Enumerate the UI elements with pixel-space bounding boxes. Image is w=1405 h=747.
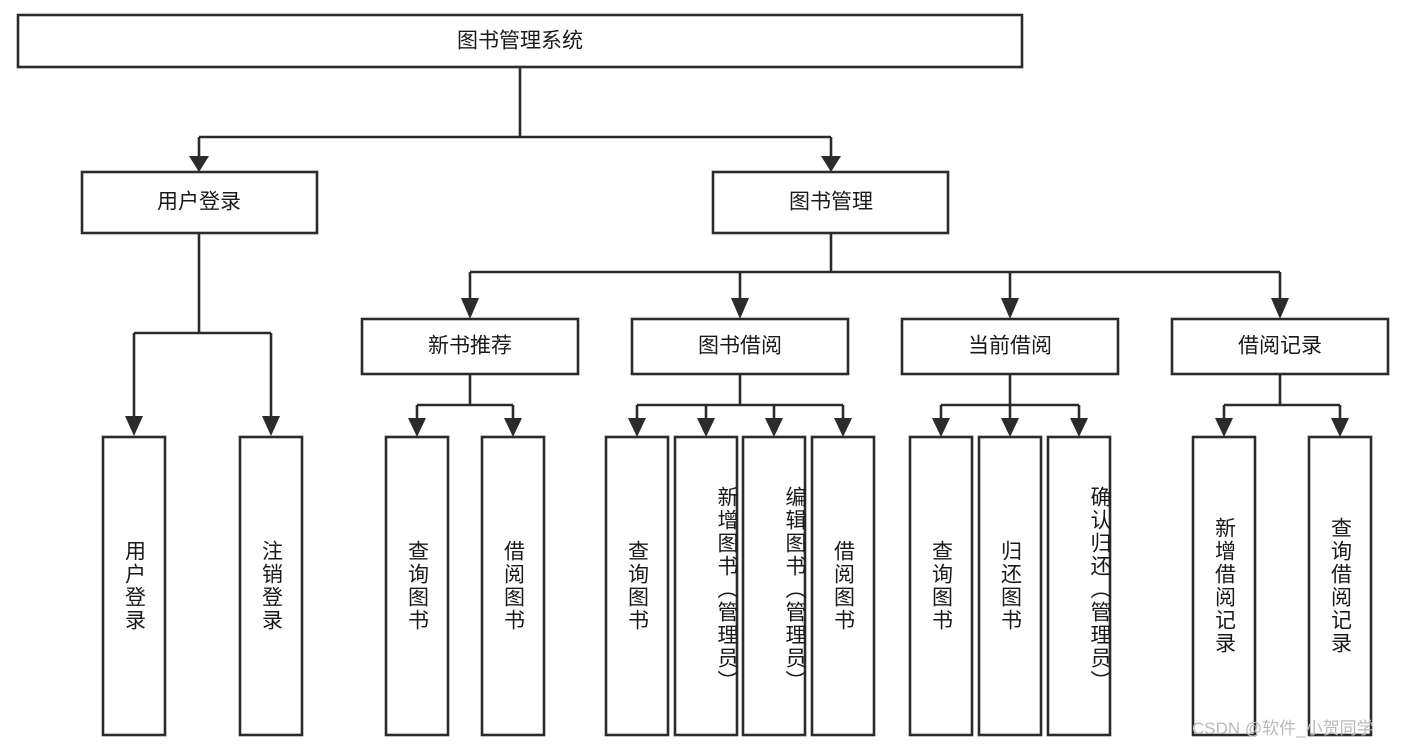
arrow-head-leaf-add-record — [1215, 418, 1233, 437]
node-label-leaf-add-book: 新增图书（管理员） — [715, 485, 738, 693]
node-box-leaf-add-book[interactable] — [673, 435, 739, 737]
node-box-leaf-return-book[interactable] — [977, 435, 1043, 737]
arrow-head-book-management — [821, 156, 841, 172]
arrow-head-leaf-add-book — [697, 418, 715, 437]
node-label-leaf-query-book-3: 查询图书 — [929, 540, 953, 632]
node-label-root: 图书管理系统 — [457, 30, 583, 53]
arrow-head-leaf-query-book-2 — [628, 418, 646, 437]
node-box-leaf-query-book-3[interactable] — [908, 435, 974, 737]
node-label-current-borrow: 当前借阅 — [968, 335, 1052, 358]
node-label-user-login: 用户登录 — [157, 191, 241, 214]
node-label-borrow-record: 借阅记录 — [1238, 335, 1322, 358]
node-box-leaf-add-record[interactable] — [1191, 435, 1257, 737]
node-box-user-login[interactable] — [80, 170, 319, 235]
node-label-new-book-recommend: 新书推荐 — [428, 335, 512, 358]
node-box-book-borrow[interactable] — [630, 317, 850, 376]
arrow-head-leaf-query-record — [1331, 418, 1349, 437]
node-label-leaf-edit-book: 编辑图书（管理员） — [783, 485, 806, 693]
csdn-watermark: CSDN @软件_小贺同学 — [1192, 719, 1374, 738]
node-label-leaf-query-book-2: 查询图书 — [625, 540, 649, 632]
node-label-book-borrow: 图书借阅 — [698, 335, 782, 358]
node-label-leaf-borrow-book-2: 借阅图书 — [831, 540, 855, 632]
node-box-leaf-query-record[interactable] — [1307, 435, 1373, 737]
arrow-head-leaf-query-book-1 — [408, 418, 426, 437]
node-box-borrow-record[interactable] — [1170, 317, 1390, 376]
arrow-head-leaf-borrow-book-1 — [504, 418, 522, 437]
node-box-leaf-user-login[interactable] — [101, 435, 167, 737]
nodes-group: 图书管理系统 用户登录 图书管理 新书推荐 图书借阅 当前借阅 借阅记录 — [16, 13, 1390, 737]
node-label-leaf-confirm-return: 确认归还（管理员） — [1088, 485, 1111, 693]
node-label-leaf-query-book-1: 查询图书 — [405, 540, 429, 632]
node-box-leaf-borrow-book-1[interactable] — [480, 435, 546, 737]
arrow-head-user-login — [189, 156, 209, 172]
arrow-head-leaf-query-book-3 — [932, 418, 950, 437]
arrow-head-leaf-return-book — [1001, 418, 1019, 437]
arrow-head-book-borrow — [731, 298, 749, 319]
node-box-leaf-query-book-1[interactable] — [384, 435, 450, 737]
arrow-head-leaf-user-login — [125, 416, 143, 436]
node-box-leaf-confirm-return[interactable] — [1046, 435, 1112, 737]
arrow-head-current-borrow — [1001, 298, 1019, 319]
arrow-head-leaf-confirm-return — [1070, 418, 1088, 437]
node-box-root[interactable] — [16, 13, 1024, 69]
node-label-leaf-borrow-book-1: 借阅图书 — [501, 540, 525, 632]
node-box-leaf-query-book-2[interactable] — [604, 435, 670, 737]
node-label-leaf-return-book: 归还图书 — [998, 540, 1022, 632]
connectors-group — [125, 67, 1349, 437]
arrow-head-borrow-record — [1271, 298, 1289, 319]
node-box-new-book-recommend[interactable] — [360, 317, 580, 376]
node-label-leaf-query-record: 查询借阅记录 — [1328, 517, 1352, 655]
node-label-leaf-logout: 注销登录 — [259, 540, 283, 632]
arrow-head-leaf-edit-book — [765, 418, 783, 437]
node-label-leaf-add-record: 新增借阅记录 — [1212, 517, 1236, 655]
node-box-book-management[interactable] — [711, 170, 950, 235]
node-label-book-management: 图书管理 — [789, 191, 873, 214]
node-box-current-borrow[interactable] — [900, 317, 1120, 376]
node-box-leaf-logout[interactable] — [238, 435, 304, 737]
node-label-leaf-user-login: 用户登录 — [122, 540, 146, 632]
arrow-head-leaf-logout — [262, 416, 280, 436]
arrow-head-new-book-recommend — [461, 298, 479, 319]
node-box-leaf-edit-book[interactable] — [741, 435, 807, 737]
node-box-leaf-borrow-book-2[interactable] — [810, 435, 876, 737]
arrow-head-leaf-borrow-book-2 — [834, 418, 852, 437]
